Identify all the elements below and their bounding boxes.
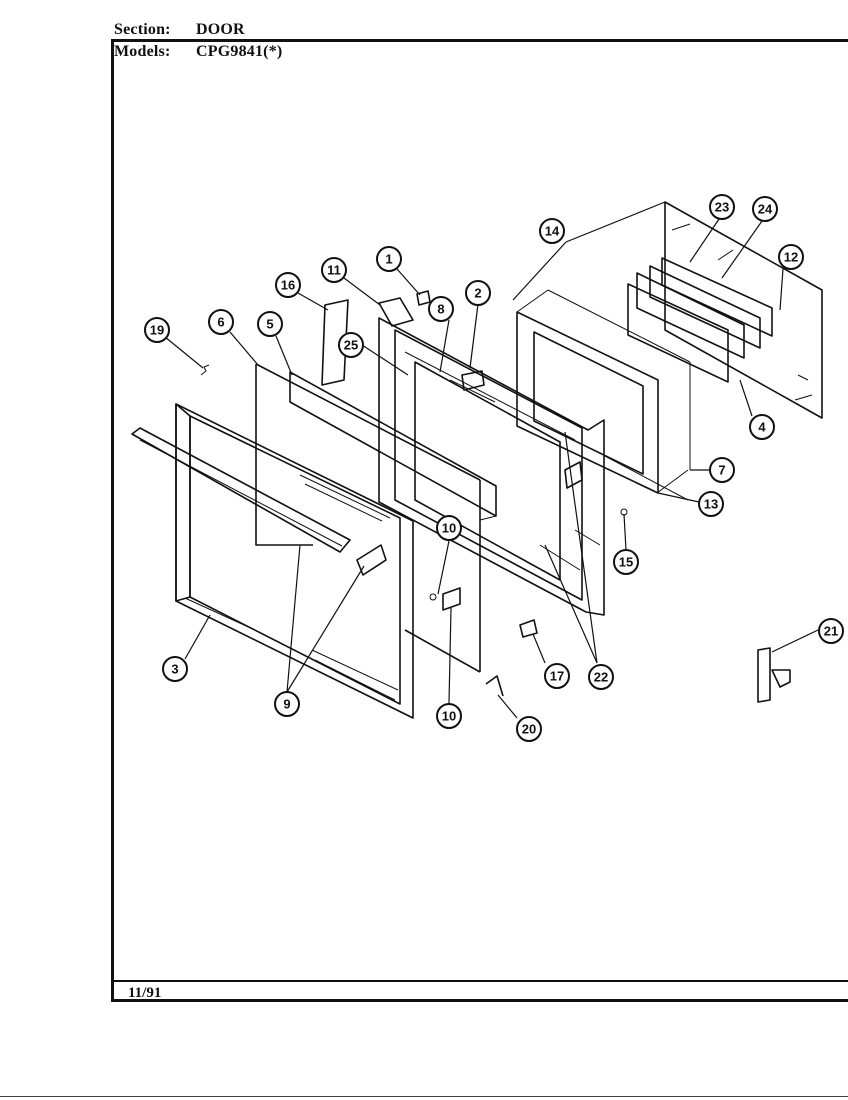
part-clip-17 [519, 619, 538, 638]
page-bottom-rule [0, 1096, 848, 1097]
callout-25: 25 [338, 332, 364, 358]
callout-20: 20 [516, 716, 542, 742]
svg-text:6: 6 [217, 315, 224, 330]
callout-3: 3 [162, 656, 188, 682]
callout-5: 5 [257, 311, 283, 337]
svg-text:5: 5 [266, 317, 273, 332]
svg-text:19: 19 [150, 323, 164, 338]
svg-text:10: 10 [442, 709, 456, 724]
svg-text:3: 3 [171, 662, 178, 677]
part-clip-1 [416, 290, 431, 306]
part-hinge-21 [757, 647, 791, 703]
callout-7: 7 [709, 457, 735, 483]
part-screw-10 [429, 593, 437, 601]
part-bracket-20 [485, 675, 504, 697]
callout-11: 11 [321, 257, 347, 283]
svg-text:11: 11 [327, 263, 341, 278]
callout-21: 21 [818, 618, 844, 644]
diagram-frame [111, 39, 848, 1002]
svg-text:15: 15 [619, 555, 633, 570]
callout-17: 17 [544, 663, 570, 689]
part-inner-panel-assembly [516, 201, 823, 501]
callout-24: 24 [752, 196, 778, 222]
part-screw-19 [200, 364, 210, 376]
svg-text:25: 25 [344, 338, 358, 353]
svg-text:8: 8 [437, 302, 444, 317]
svg-text:12: 12 [784, 250, 798, 265]
callout-19: 19 [144, 317, 170, 343]
callout-10a: 10 [436, 515, 462, 541]
svg-text:7: 7 [718, 463, 725, 478]
svg-text:17: 17 [550, 669, 564, 684]
leader-lines [164, 201, 819, 719]
svg-text:22: 22 [594, 670, 608, 685]
callout-4: 4 [749, 414, 775, 440]
part-glass-panel-back [289, 371, 497, 521]
callout-1: 1 [376, 246, 402, 272]
callout-15: 15 [613, 549, 639, 575]
callout-8: 8 [428, 296, 454, 322]
callout-9: 9 [274, 691, 300, 717]
footer-divider [111, 980, 848, 982]
svg-text:21: 21 [824, 624, 838, 639]
section-label: Section: [114, 21, 171, 38]
svg-text:23: 23 [715, 200, 729, 215]
revision-date: 11/91 [128, 985, 162, 1001]
svg-text:2: 2 [474, 286, 481, 301]
callout-16: 16 [275, 272, 301, 298]
part-label-18 [442, 587, 461, 611]
callout-10b: 10 [436, 703, 462, 729]
callout-13: 13 [698, 491, 724, 517]
section-value: DOOR [196, 21, 245, 38]
svg-text:16: 16 [281, 278, 295, 293]
models-label: Models: [114, 43, 171, 60]
svg-text:1: 1 [385, 252, 392, 267]
part-glass-panel [255, 363, 481, 673]
svg-text:4: 4 [758, 420, 766, 435]
callout-23: 23 [709, 194, 735, 220]
callout-6: 6 [208, 309, 234, 335]
callout-22: 22 [588, 664, 614, 690]
callout-2: 2 [465, 280, 491, 306]
callout-12: 12 [778, 244, 804, 270]
svg-text:13: 13 [704, 497, 718, 512]
svg-text:20: 20 [522, 722, 536, 737]
svg-text:14: 14 [545, 224, 560, 239]
svg-text:10: 10 [442, 521, 456, 536]
callout-14: 14 [539, 218, 565, 244]
svg-text:9: 9 [283, 697, 290, 712]
part-door-frame [175, 403, 414, 719]
svg-text:24: 24 [758, 202, 773, 217]
models-value: CPG9841(*) [196, 43, 283, 60]
